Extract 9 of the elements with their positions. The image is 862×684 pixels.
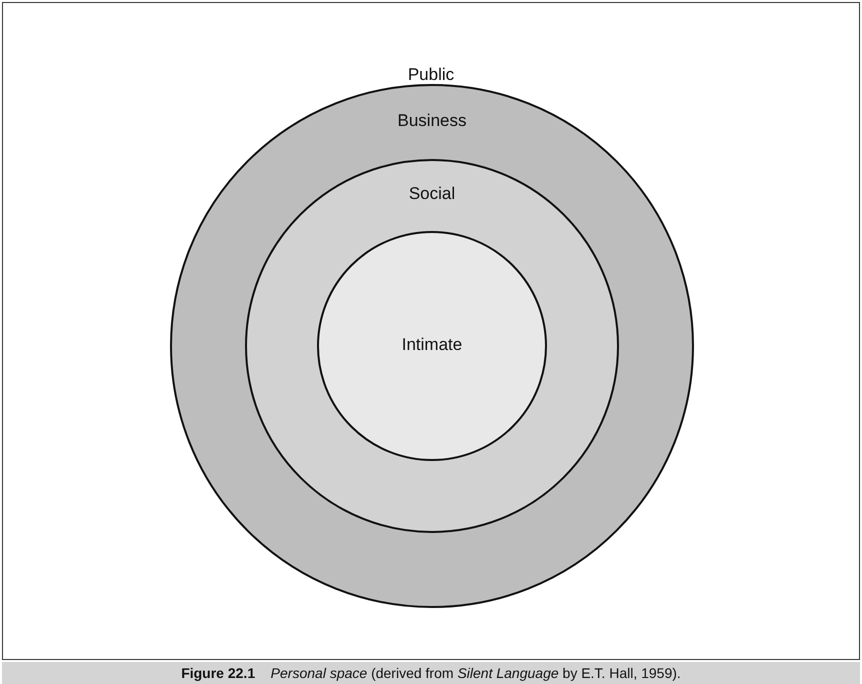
figure-caption: Figure 22.1 Personal space (derived from Silent Language by E.T. Hall, 1959). (2, 662, 860, 684)
zone-label: Business (398, 111, 466, 130)
zone-circle (245, 159, 619, 533)
zone-circle (170, 84, 694, 608)
zone-label: Intimate (402, 335, 462, 354)
frame-panel (2, 2, 860, 660)
zone-label: Social (408, 184, 456, 203)
zone-circle (317, 231, 547, 461)
zone-label: Public (408, 65, 454, 84)
